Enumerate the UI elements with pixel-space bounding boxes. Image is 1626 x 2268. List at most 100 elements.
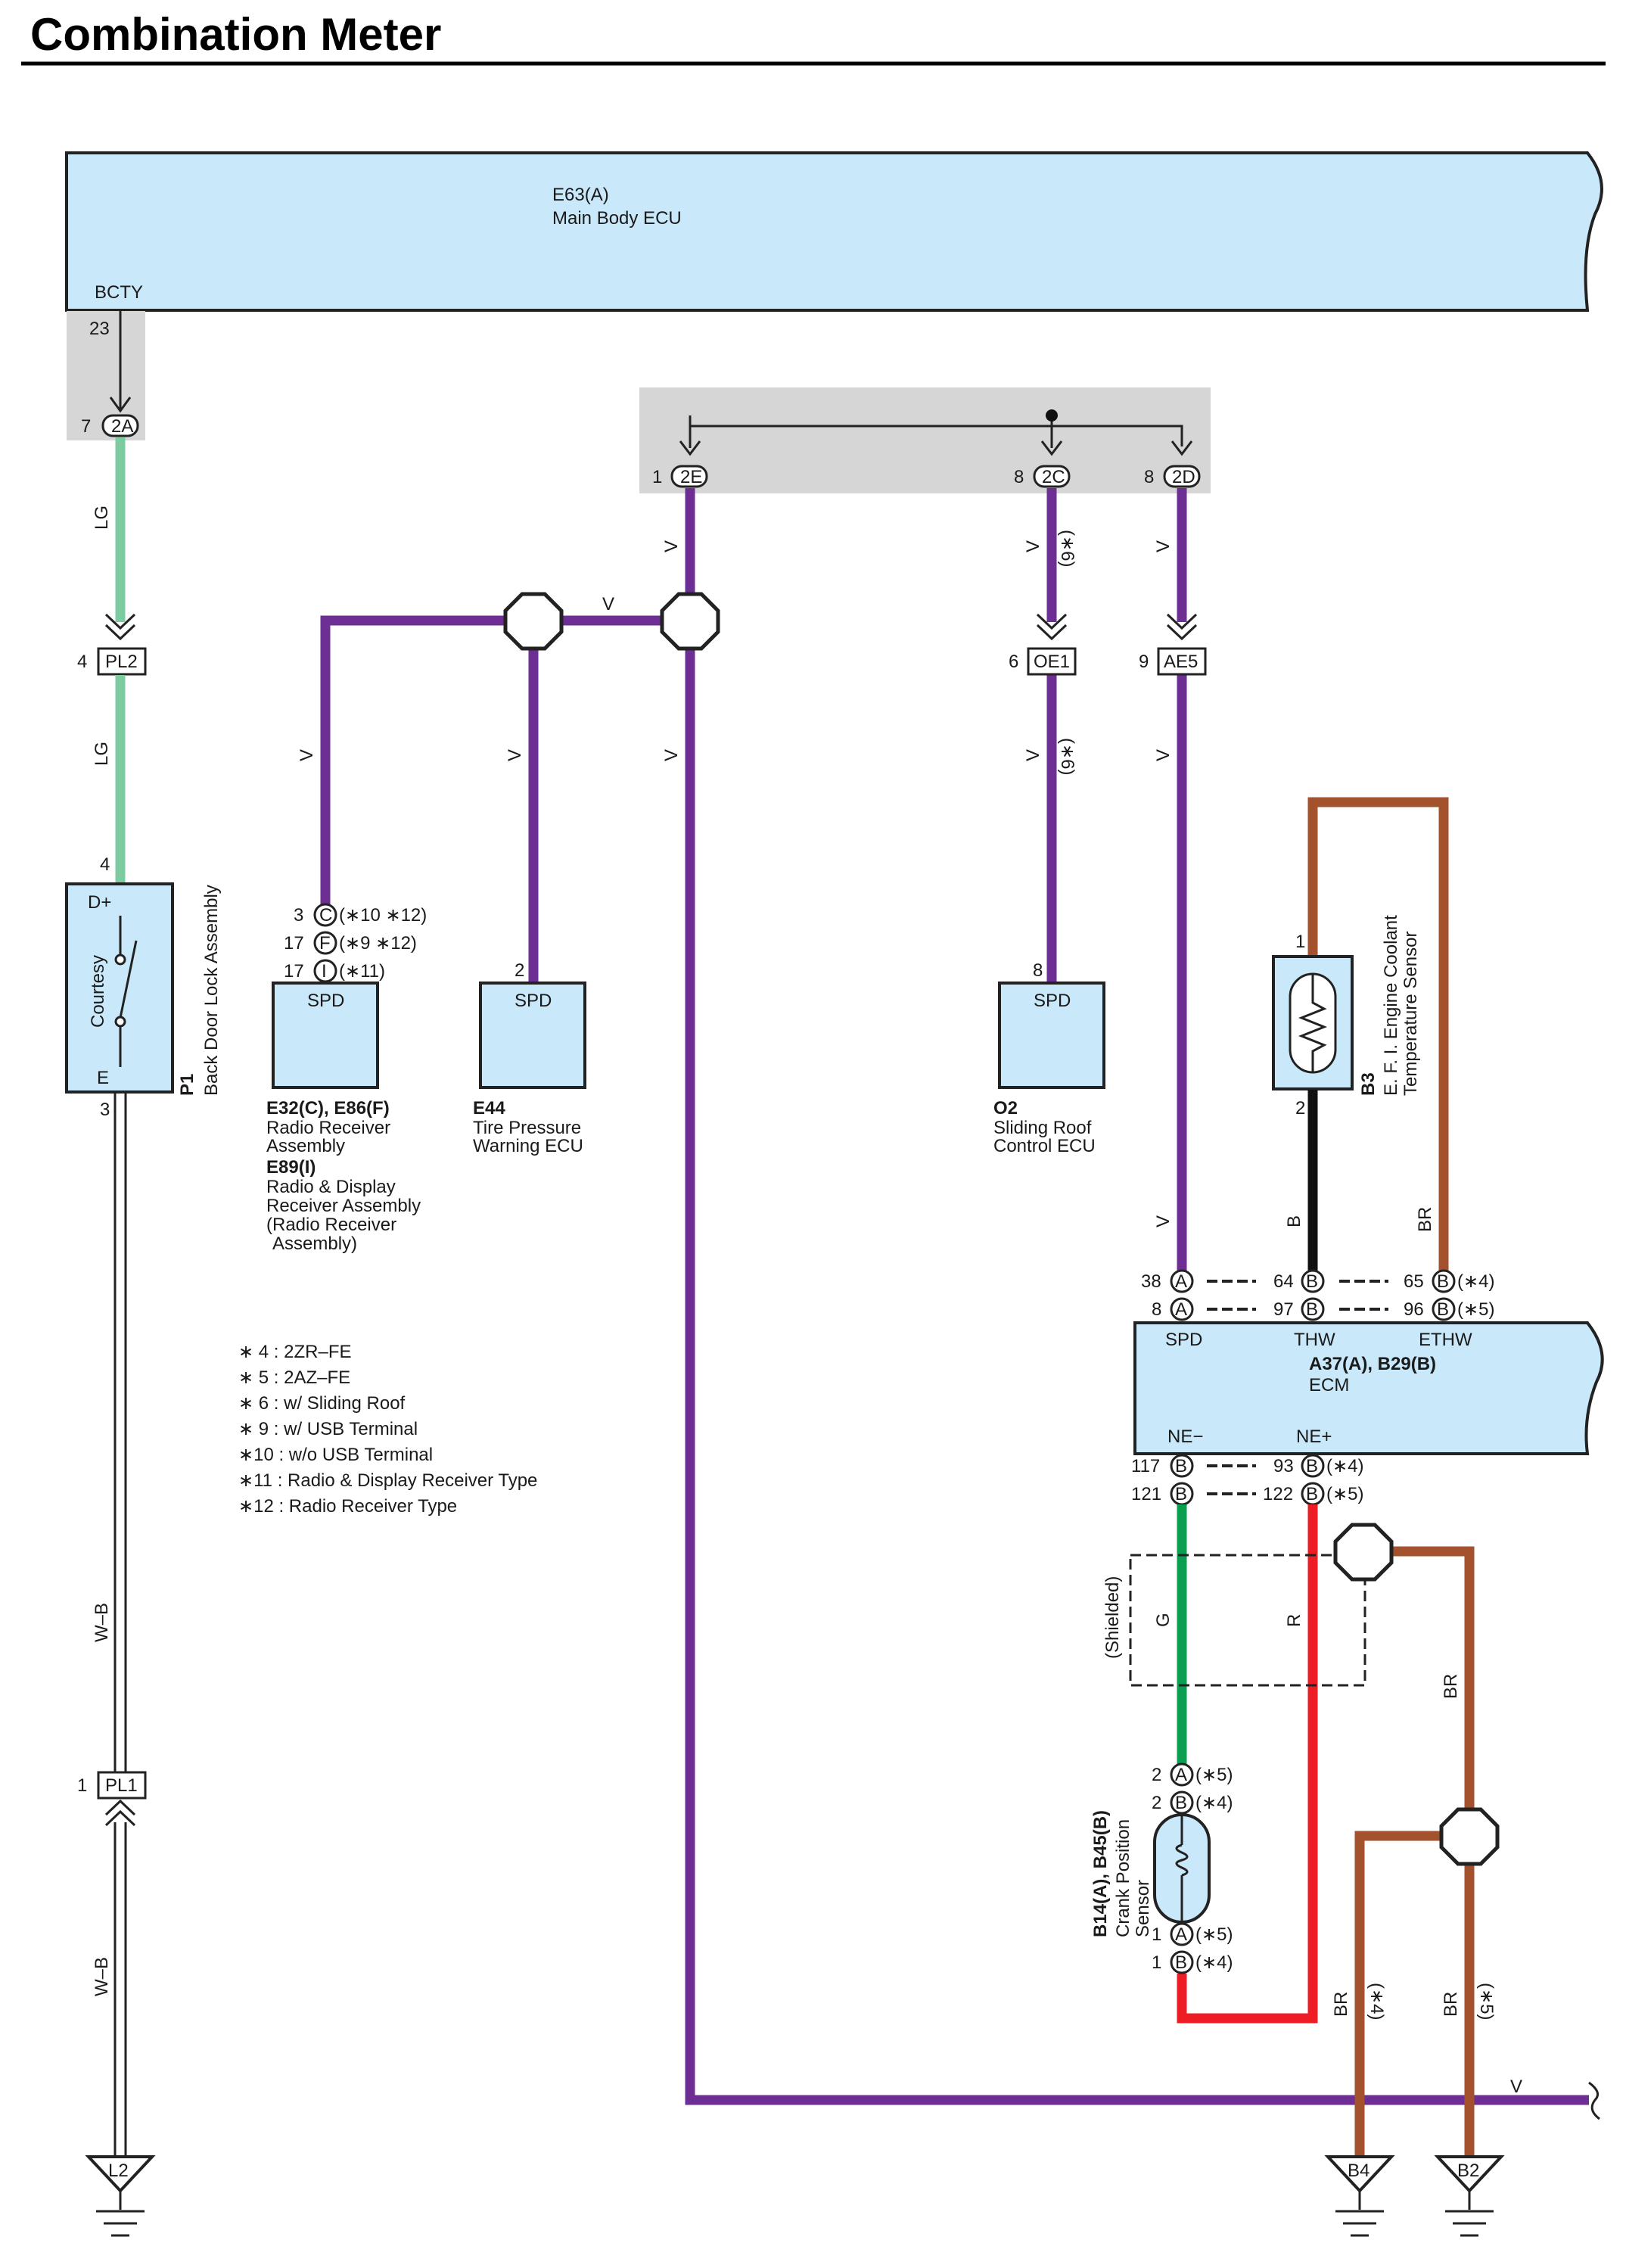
shielded-label: (Shielded) [1102,1576,1123,1659]
wire-label-br-shield: BR [1441,1674,1461,1699]
wire-br-shield-ground [1354,1546,1475,2157]
ecm-bottom-pins: B 117 B 93 (∗4) B 121 B 122 (∗5) [1131,1454,1363,1506]
crank-position-sensor [1153,1813,1211,1924]
ground-b4-label: B4 [1348,2161,1370,2181]
radio-name-1a: Radio Receiver [266,1118,390,1138]
ecm-pin-122-conn: B [1306,1484,1318,1504]
crank-pin-1b-num: 1 [1152,1952,1161,1973]
sliding-roof-name-b: Control ECU [993,1136,1096,1156]
ecm-terminal-ethw: ETHW [1419,1330,1472,1350]
ecm-terminal-ne-minus: NE− [1167,1426,1203,1447]
wire-label-br-b2: BR [1441,1992,1461,2017]
joint-main [660,592,720,651]
radio-pin-f-note: (∗9 ∗12) [339,933,417,954]
tpms-name-a: Tire Pressure [473,1118,581,1138]
radio-pin-i-conn: I [322,961,327,982]
coolant-pin-top: 1 [1295,932,1305,952]
crank-pin-2b-conn: B [1175,1793,1187,1813]
ecm-pin-65: 65 [1404,1271,1424,1292]
radio-pin-c-conn: C [319,905,332,926]
ecm-pin-93: 93 [1273,1456,1294,1476]
wire-label-g: G [1153,1613,1174,1627]
switch-pin-bottom: 3 [100,1100,110,1120]
connector-2d [1163,465,1201,488]
radio-name-2c: (Radio Receiver [266,1215,396,1235]
wire-label-v-2c: V [1023,540,1043,552]
ecm-pin-121: 121 [1131,1484,1161,1504]
legend-item-12: ∗12 : Radio Receiver Type [238,1496,457,1517]
wire-label-v-bottom: V [1510,2077,1522,2097]
crank-name-a: Crank Position [1113,1819,1133,1937]
ecm-pin-64: 64 [1273,1271,1294,1292]
crank-pin-2a-conn: A [1175,1765,1187,1785]
ecm-pin-97-conn: B [1306,1299,1318,1320]
back-door-lock-switch: D+ E Courtesy [65,882,174,1094]
crank-pin-2b-note: (∗4) [1195,1793,1233,1813]
ecm-pin-96: 96 [1404,1299,1424,1320]
ecm-terminal-ne-plus: NE+ [1296,1426,1332,1447]
legend-item-4: ∗ 4 : 2ZR–FE [238,1342,351,1362]
switch-inner-label: Courtesy [88,955,108,1028]
wire-v-main-trunk [685,488,1589,2105]
connector-ae5 [1157,647,1207,676]
radio-name-2d: Assembly) [272,1234,357,1254]
crank-pin-2a-num: 2 [1152,1765,1161,1785]
ecm-pin-38: 38 [1141,1271,1161,1292]
ecm-pin-65-conn: B [1437,1271,1449,1292]
ecm-pin-121-conn: B [1175,1484,1187,1504]
connector-2e [670,465,708,488]
connector-2e-code: 2E [680,467,702,487]
wire-label-wb-2: W–B [92,1957,112,1996]
ecm-name: ECM [1309,1375,1349,1395]
connector-2c [1033,465,1071,488]
legend-item-10: ∗10 : w/o USB Terminal [238,1445,433,1465]
radio-pin-f-conn: F [319,933,331,954]
connector-ae5-pin: 9 [1139,652,1149,672]
radio-receiver-assembly: SPD E32(C), E86(F) Radio Receiver Assemb… [266,982,421,1254]
sliding-roof-control-ecu: 8 SPD O2 Sliding Roof Control ECU [993,960,1105,1156]
wire-label-lg-2: LG [92,742,112,766]
connector-2d-pin: 8 [1144,467,1154,487]
switch-pin-top: 4 [100,854,110,875]
ecm-terminal-thw: THW [1294,1330,1335,1350]
tpms-name-b: Warning ECU [473,1136,583,1156]
sliding-roof-name-a: Sliding Roof [993,1118,1092,1138]
legend-item-11: ∗11 : Radio & Display Receiver Type [238,1470,537,1491]
ground-b4: B4 [1324,2155,1395,2237]
radio-spd-terminal: SPD [307,991,344,1011]
ecm-code: A37(A), B29(B) [1309,1354,1436,1374]
bcty-terminal: BCTY [95,282,143,303]
ecm-terminal-spd: SPD [1165,1330,1202,1350]
ecm-pin-8-conn: A [1175,1299,1187,1320]
legend: ∗ 4 : 2ZR–FE ∗ 5 : 2AZ–FE ∗ 6 : w/ Slidi… [238,1342,537,1517]
ecm-pin-65-note: (∗4) [1457,1271,1494,1292]
wire-v-radio-branch [320,615,690,907]
ecm-pin-64-conn: B [1306,1271,1318,1292]
wire-label-b: B [1284,1215,1304,1227]
bcty-pin: 23 [89,319,110,339]
tpms-pin: 2 [515,960,524,981]
switch-name: Back Door Lock Assembly [201,885,222,1096]
wire-label-v-oe1: V [1023,749,1043,761]
wire-label-br-coolant: BR [1415,1207,1435,1232]
wire-label-v-ae5: V [1153,749,1174,761]
tire-pressure-warning-ecu: 2 SPD E44 Tire Pressure Warning ECU [473,960,586,1156]
crank-pin-2a-note: (∗5) [1195,1765,1233,1785]
note-6-upper: (∗6) [1057,530,1077,567]
note-6-lower: (∗6) [1057,738,1077,775]
legend-item-6: ∗ 6 : w/ Sliding Roof [238,1393,406,1414]
wire-label-v-top: V [602,594,614,614]
radio-pin-c-note: (∗10 ∗12) [339,905,427,926]
radio-pins: C 3 (∗10 ∗12) F 17 (∗9 ∗12) I 17 (∗11) [284,903,427,983]
radio-name-2b: Receiver Assembly [266,1196,421,1216]
ecm-pin-117-conn: B [1175,1456,1187,1476]
shield-box [1129,1554,1366,1687]
connector-2a-code: 2A [111,416,133,437]
switch-code: P1 [177,1074,197,1096]
wire-label-v-2e: V [661,540,682,552]
crank-pin-1a-note: (∗5) [1195,1924,1233,1945]
wire-label-wb-1: W–B [92,1603,112,1642]
coolant-name-a: E. F. I. Engine Coolant [1381,915,1401,1096]
crank-pin-2b-num: 2 [1152,1793,1161,1813]
ground-l2-label: L2 [108,2161,129,2181]
